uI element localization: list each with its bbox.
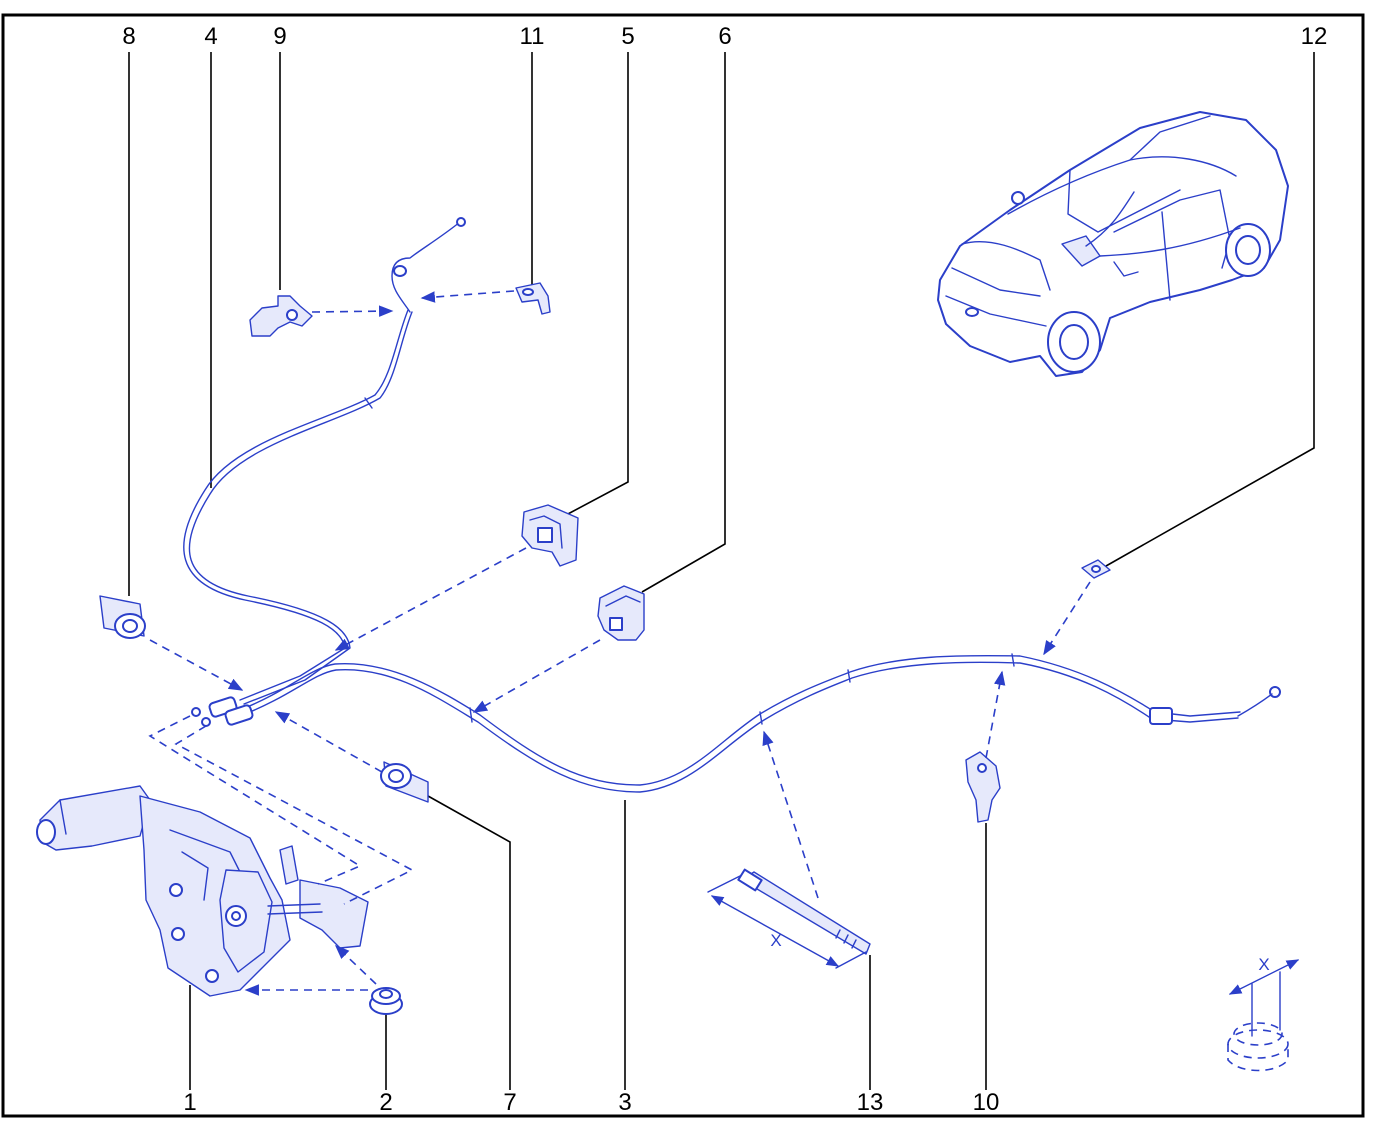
grommet-8 bbox=[99, 595, 146, 639]
callout-2: 2 bbox=[379, 1089, 392, 1116]
bracket-6 bbox=[597, 585, 645, 641]
callout-1: 1 bbox=[183, 1089, 196, 1116]
grommet-7 bbox=[380, 761, 429, 803]
lever-assembly-1 bbox=[36, 785, 369, 997]
nut-2 bbox=[369, 987, 403, 1015]
clip-11 bbox=[515, 282, 551, 315]
callout-12: 12 bbox=[1301, 23, 1328, 50]
callout-4: 4 bbox=[204, 23, 217, 50]
guide-lines bbox=[148, 715, 414, 905]
clip-10 bbox=[965, 751, 1001, 823]
cable-end-fittings bbox=[191, 696, 254, 727]
nut-detail-x-label: X bbox=[1258, 955, 1269, 974]
cable-4 bbox=[183, 217, 466, 705]
callout-7: 7 bbox=[503, 1089, 516, 1116]
cable-tie-13: X bbox=[707, 868, 871, 969]
callout-9: 9 bbox=[273, 23, 286, 50]
nut-detail: X bbox=[1227, 955, 1300, 1072]
callout-5: 5 bbox=[621, 23, 634, 50]
bracket-5 bbox=[521, 504, 579, 567]
callout-6: 6 bbox=[718, 23, 731, 50]
callout-8: 8 bbox=[122, 23, 135, 50]
vehicle-locator bbox=[937, 111, 1289, 377]
callout-13: 13 bbox=[857, 1089, 884, 1116]
assembly-arrows bbox=[149, 290, 1091, 996]
clip-9 bbox=[249, 295, 313, 337]
clip-12 bbox=[1081, 559, 1111, 579]
leader-lines bbox=[128, 52, 1315, 1090]
callout-11: 11 bbox=[520, 23, 545, 50]
cable-3 bbox=[239, 653, 1281, 793]
callout-10: 10 bbox=[973, 1089, 1000, 1116]
callout-3: 3 bbox=[618, 1089, 631, 1116]
dimension-x-label: X bbox=[770, 931, 781, 950]
